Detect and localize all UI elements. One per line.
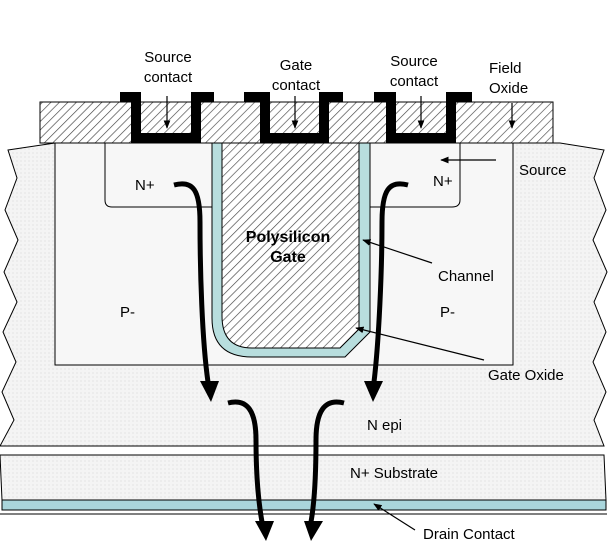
source-label: Source: [519, 162, 567, 179]
current-flow-arrowhead-left-lower: [255, 521, 274, 541]
source-contact-left-label-line1: Source: [144, 49, 192, 66]
n-plus-left-label: N+: [135, 177, 155, 194]
current-flow-arrow-left-upper: [173, 181, 211, 383]
channel-pointer: [362, 239, 433, 264]
n-plus-region-left: [104, 143, 215, 208]
polysilicon-gate-label-line2: Gate: [270, 249, 306, 266]
gate-contact-metal: [244, 92, 343, 143]
polysilicon-gate-region: [221, 142, 360, 349]
n-plus-substrate-label: N+ Substrate: [350, 465, 438, 482]
gate-oxide-label: Gate Oxide: [488, 367, 564, 384]
current-flow-arrow-right-lower: [308, 399, 345, 523]
gate-contact-label-line1: Gate: [280, 57, 313, 74]
n-plus-right-label: N+: [433, 173, 453, 190]
channel-label: Channel: [438, 268, 494, 285]
current-flow-arrow-right-upper: [371, 181, 409, 383]
p-minus-left-label: P-: [120, 304, 135, 321]
source-contact-right-label-line2: contact: [390, 73, 439, 90]
field-oxide-label-line2: Oxide: [489, 80, 528, 97]
n-epi-label: N epi: [367, 417, 402, 434]
source-contact-left-metal: [120, 92, 214, 143]
current-flow-arrowhead-left-upper: [200, 381, 219, 402]
field-oxide-label-line1: Field: [489, 60, 522, 77]
drain-contact-pointer: [373, 503, 416, 531]
drain-contact-label: Drain Contact: [423, 526, 516, 543]
current-flow-arrow-left-lower: [227, 399, 265, 523]
n-plus-substrate-region: [0, 454, 607, 501]
current-flow-arrowhead-right-lower: [304, 521, 323, 541]
p-minus-right-label: P-: [440, 304, 455, 321]
source-contact-right-metal: [374, 92, 472, 143]
polysilicon-gate-label-line1: Polysilicon: [246, 229, 330, 246]
current-flow-arrowhead-right-upper: [364, 381, 383, 402]
drain-contact-layer: [1, 499, 607, 511]
source-contact-right-label-line1: Source: [390, 53, 438, 70]
gate-contact-label-line2: contact: [272, 77, 321, 94]
source-contact-left-label-line2: contact: [144, 69, 193, 86]
